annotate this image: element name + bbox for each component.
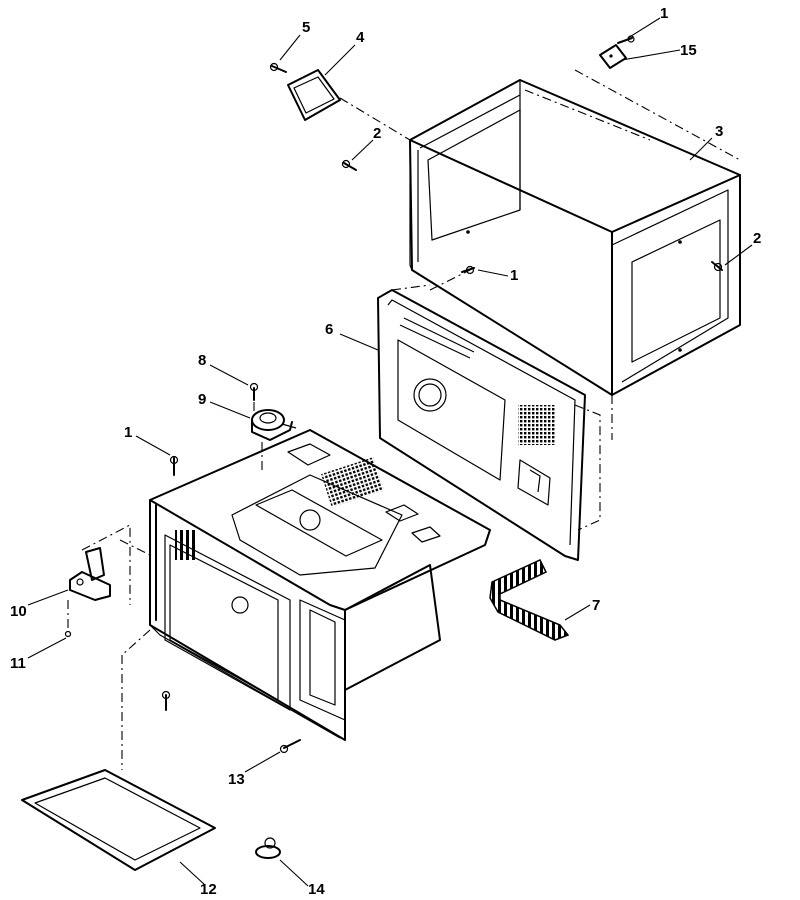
screw-2-left [341,159,357,171]
callout-14: 14 [308,881,325,898]
screw-bottom [161,690,171,711]
callouts: 1 15 5 4 2 3 2 1 6 8 9 1 7 10 11 13 12 1… [10,5,761,898]
callout-1-top: 1 [660,5,668,22]
screw-1-chassis [169,455,179,476]
callout-4: 4 [356,29,365,46]
latch-guide-lines [67,524,151,630]
screw-8 [249,382,259,401]
screw-2-right [711,261,723,272]
screw-1-middle [461,265,475,275]
callout-1-middle: 1 [510,267,518,284]
gasket-7 [489,559,570,641]
callout-2-left: 2 [373,125,381,142]
callout-10: 10 [10,603,27,620]
bracket-15 [599,44,627,69]
callout-2-right: 2 [753,230,761,247]
cover-plate-4 [287,69,341,121]
screw-13 [279,739,301,754]
motor-9 [251,409,297,441]
motor-guide-lines [253,402,263,470]
spring-11 [64,630,72,638]
callout-5: 5 [302,19,310,36]
callout-11: 11 [10,655,26,672]
leader-lines [27,17,753,887]
back-panel-guide-lines [391,284,601,531]
screw-1-top [617,35,635,44]
callout-1-chassis: 1 [124,424,132,441]
callout-7: 7 [592,597,600,614]
callout-9: 9 [198,391,206,408]
callout-15: 15 [680,42,697,59]
screw-5 [269,62,287,73]
back-panel-vent [518,405,556,445]
tray-12 [21,769,216,871]
latch-10 [69,547,111,601]
callout-3: 3 [715,123,723,140]
callout-13: 13 [228,771,245,788]
callout-12: 12 [200,881,217,898]
outer-cabinet [409,79,741,396]
foot-14 [255,837,281,859]
main-chassis [149,429,491,741]
tray-guide-lines [121,629,151,770]
callout-6: 6 [325,321,333,338]
callout-8: 8 [198,352,206,369]
cabinet-guide-lines [339,69,741,440]
